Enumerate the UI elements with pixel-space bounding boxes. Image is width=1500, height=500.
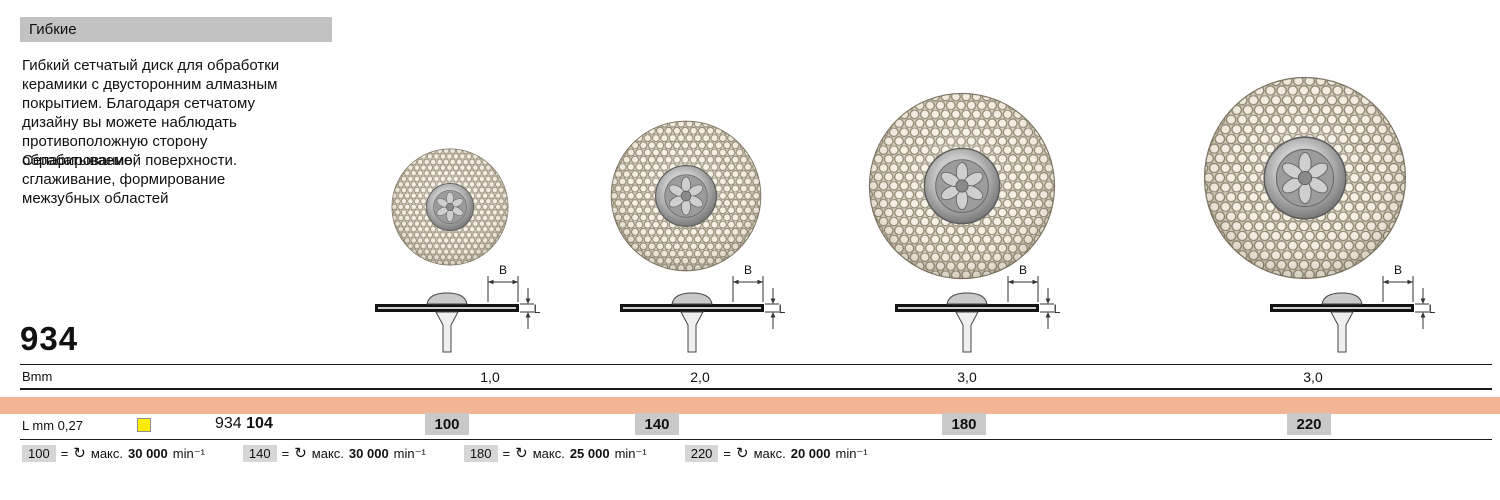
equals-sign: = xyxy=(60,446,69,461)
speed-unit: min⁻¹ xyxy=(172,445,205,461)
b-value: 3,0 xyxy=(1303,369,1323,385)
disc-dimension-diagram-2: B L xyxy=(619,263,786,353)
b-value: 3,0 xyxy=(957,369,977,385)
order-number-prefix: 934 xyxy=(215,415,247,432)
description-line: керамики с двусторонним алмазным xyxy=(22,76,278,93)
diamond-disc-image-1 xyxy=(391,148,509,266)
equals-sign: = xyxy=(281,446,290,461)
section-header-bar: Гибкие xyxy=(20,17,332,42)
size-code-box: 100 xyxy=(425,413,469,435)
speed-value: 20 000 xyxy=(790,446,831,461)
speed-value: 30 000 xyxy=(348,446,389,461)
max-label: макс. xyxy=(532,446,565,461)
max-label: макс. xyxy=(753,446,786,461)
description-line: Гибкий сетчатый диск для обработки xyxy=(22,57,280,74)
b-dimension-label: B xyxy=(499,263,507,277)
diamond-disc-image-3 xyxy=(868,92,1056,280)
l-dimension-label: L xyxy=(1054,302,1061,316)
speed-legend-item: 220 = ↻ макс. 20 000 min⁻¹ xyxy=(684,445,868,462)
speed-value: 30 000 xyxy=(128,446,168,461)
divider-line xyxy=(20,439,1492,440)
divider-line xyxy=(20,388,1492,390)
description-overlap-line: обрабатываемой поверхности. Сепарировани… xyxy=(22,151,392,170)
size-code-box: 140 xyxy=(635,413,679,435)
speed-legend: 100 = ↻ макс. 30 000 min⁻¹ 140 = ↻ макс.… xyxy=(22,445,868,462)
description-line: покрытием. Благодаря сетчатому xyxy=(22,95,255,112)
speed-unit: min⁻¹ xyxy=(393,445,426,461)
speed-unit: min⁻¹ xyxy=(614,445,647,461)
max-label: макс. xyxy=(311,446,344,461)
divider-line xyxy=(20,364,1492,365)
l-dimension-label: L xyxy=(779,302,786,316)
description-line: обрабатываемой поверхности. xyxy=(22,152,238,169)
order-number: 934 104 xyxy=(215,415,273,433)
b-dimension-label: B xyxy=(1394,263,1402,277)
product-number: 934 xyxy=(20,320,79,357)
l-dimension-label: L xyxy=(534,302,541,316)
speed-unit: min⁻¹ xyxy=(835,445,868,461)
grit-marker-icon xyxy=(137,418,151,432)
description-line: сглаживание, формирование xyxy=(22,171,226,188)
order-number-code: 104 xyxy=(246,415,273,432)
section-title: Гибкие xyxy=(29,21,77,38)
size-code: 180 xyxy=(463,445,498,462)
speed-legend-item: 140 = ↻ макс. 30 000 min⁻¹ xyxy=(242,445,426,462)
size-code-box: 180 xyxy=(942,413,986,435)
speed-legend-item: 100 = ↻ макс. 30 000 min⁻¹ xyxy=(22,445,205,462)
l-row-label: L mm 0,27 xyxy=(22,418,83,433)
b-value: 2,0 xyxy=(690,369,710,385)
b-dimension-label: B xyxy=(744,263,752,277)
disc-dimension-diagram-4: B L xyxy=(1269,263,1436,353)
size-code: 220 xyxy=(684,445,719,462)
equals-sign: = xyxy=(723,446,732,461)
speed-legend-item: 180 = ↻ макс. 25 000 min⁻¹ xyxy=(463,445,647,462)
b-dimension-label: B xyxy=(1019,263,1027,277)
diamond-disc-image-2 xyxy=(610,120,762,272)
description-line: дизайну вы можете наблюдать xyxy=(22,114,237,131)
disc-dimension-diagram-3: B L xyxy=(894,263,1061,353)
b-value: 1,0 xyxy=(480,369,500,385)
size-code: 100 xyxy=(22,445,56,462)
max-rotation-icon: ↻ xyxy=(736,445,749,462)
description-line: противоположную сторону xyxy=(22,133,208,150)
speed-value: 25 000 xyxy=(569,446,610,461)
max-rotation-icon: ↻ xyxy=(515,445,528,462)
diamond-disc-image-4 xyxy=(1203,76,1407,280)
max-label: макс. xyxy=(90,446,123,461)
description-line: Сепарирование, xyxy=(22,152,137,169)
description-line: межзубных областей xyxy=(22,190,169,207)
l-dimension-label: L xyxy=(1429,302,1436,316)
equals-sign: = xyxy=(502,446,511,461)
disc-dimension-diagram-1: B L xyxy=(374,263,541,353)
category-color-band xyxy=(0,397,1500,414)
product-description: Гибкий сетчатый диск для обработки керам… xyxy=(22,56,392,208)
max-rotation-icon: ↻ xyxy=(294,445,307,462)
size-code: 140 xyxy=(242,445,277,462)
size-code-box: 220 xyxy=(1287,413,1331,435)
b-row-label: Bmm xyxy=(22,369,53,384)
max-rotation-icon: ↻ xyxy=(73,445,86,462)
